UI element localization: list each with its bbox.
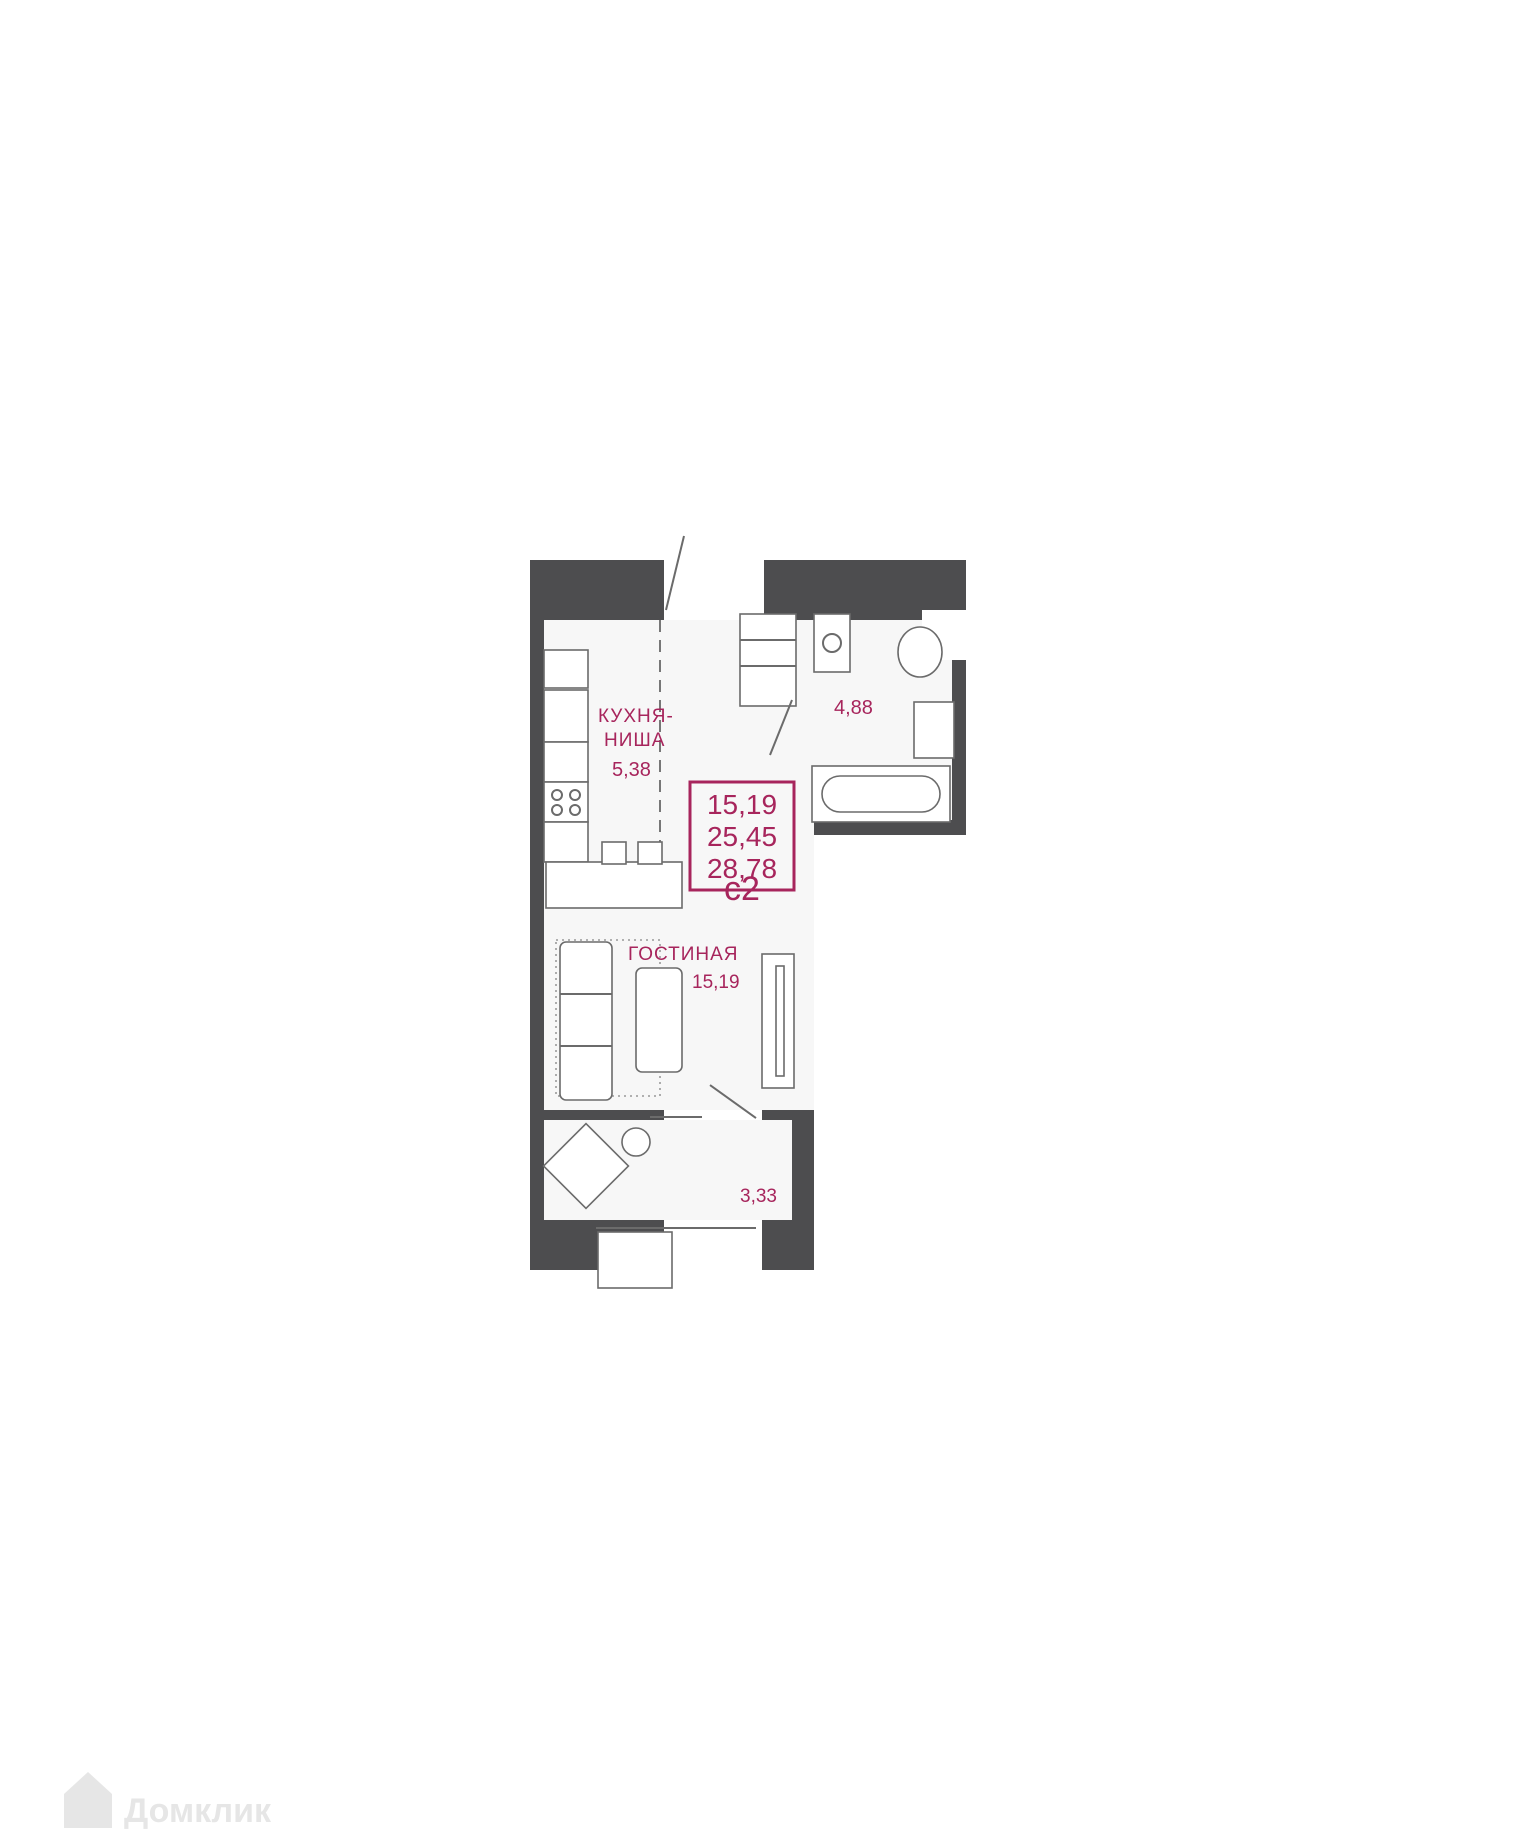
kitchen-furniture — [543, 649, 683, 909]
living-room-area: 15,19 — [692, 972, 740, 993]
bathroom-door — [769, 699, 793, 756]
living-room-name: ГОСТИНАЯ — [628, 944, 738, 965]
washbasin-icon — [913, 701, 955, 759]
apartment-area-with-loggia: 28,78 — [707, 853, 777, 884]
living-area-total: 15,19 — [707, 789, 777, 820]
bathroom-fixtures — [739, 613, 955, 823]
areas-box — [688, 780, 796, 892]
labels: КУХНЯ- НИША 5,38 4,88 15,19 25,45 28,78 … — [598, 697, 873, 1207]
kitchen-name-line1: КУХНЯ- — [598, 706, 674, 727]
stove-top-icon — [543, 649, 589, 689]
cooktop-icon — [543, 781, 589, 823]
living-furniture — [555, 939, 795, 1119]
apartment-code: с2 — [724, 870, 760, 908]
bar-stool-icon — [601, 841, 627, 865]
loggia-door — [709, 1084, 757, 1119]
loggia-area: 3,33 — [740, 1186, 777, 1207]
watermark: Домклик — [64, 1772, 272, 1830]
bar-stool-icon — [637, 841, 663, 865]
loggia — [542, 1122, 756, 1289]
entrance-door — [659, 535, 685, 860]
brand-name: Домклик — [124, 1792, 272, 1830]
armchair-icon — [542, 1122, 630, 1210]
kitchen-area: 5,38 — [612, 759, 651, 781]
bathroom-area: 4,88 — [834, 697, 873, 719]
house-logo-icon — [64, 1772, 112, 1828]
balcony-window — [597, 1231, 673, 1289]
kitchen-name-line2: НИША — [604, 730, 665, 751]
coffee-table-icon — [635, 967, 683, 1073]
bar-counter — [545, 861, 683, 909]
toilet-icon — [897, 626, 943, 678]
washing-machine-icon — [813, 613, 851, 673]
sofa-icon — [559, 941, 613, 1101]
kitchen-sink-icon — [543, 689, 589, 743]
apartment-area-total: 25,45 — [707, 821, 777, 852]
shelving-icon — [739, 613, 797, 707]
side-table-icon — [621, 1127, 651, 1157]
